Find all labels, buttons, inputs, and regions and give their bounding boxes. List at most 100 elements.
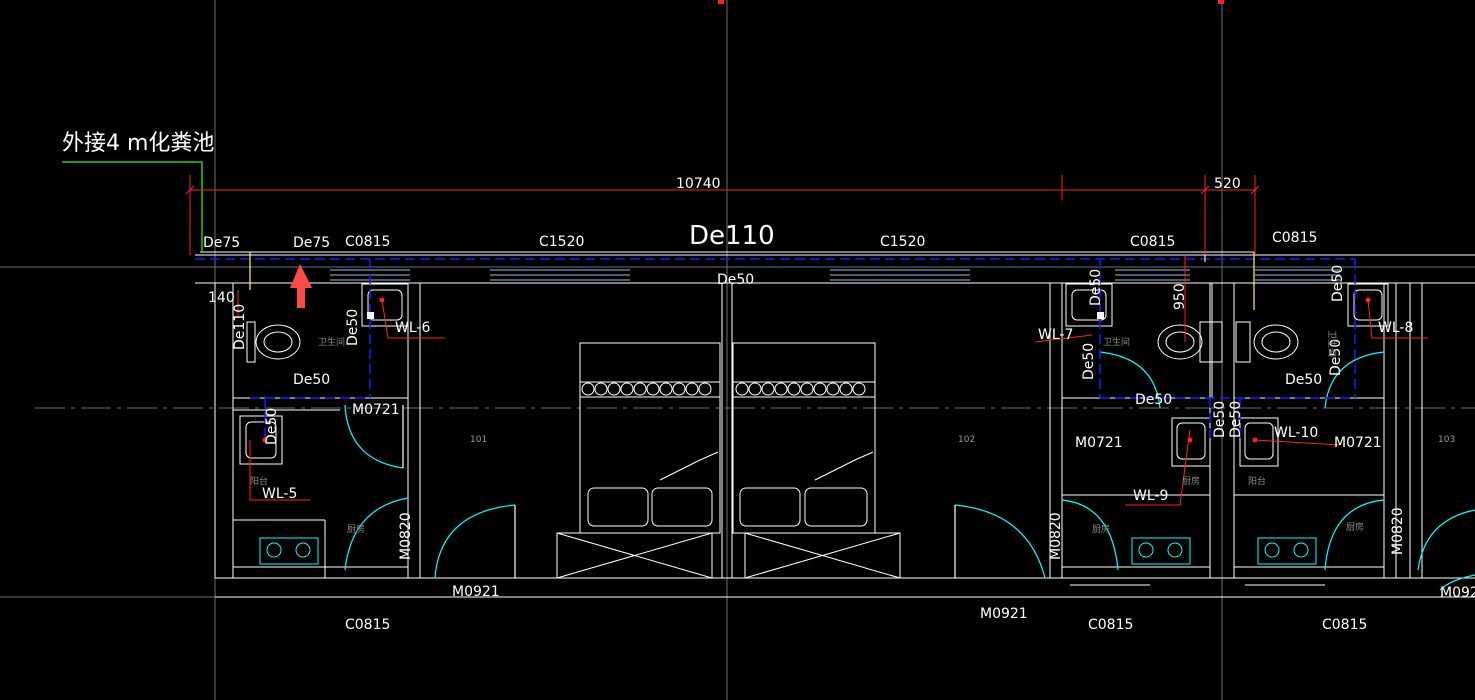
wash-basin-6: [1239, 417, 1279, 467]
riser-point: [1365, 297, 1371, 303]
riser-wl7: WL-7: [1038, 327, 1073, 343]
pipe-de50-vert-3: De50: [1088, 269, 1104, 306]
pipe-de75-label-2: De75: [293, 235, 330, 251]
pipe-de50-102: De50: [1135, 392, 1172, 408]
bedside-tables: [556, 532, 901, 579]
drain-pipes: [195, 258, 1356, 440]
door-m0921-1: M0921: [452, 584, 500, 600]
room-bathroom-1: 卫生间: [318, 336, 345, 348]
room-bathroom-3: 卫生间: [1326, 330, 1338, 357]
door-swing-m0820-102: [1061, 499, 1119, 571]
pipe-de50-vert-2: De50: [264, 408, 280, 445]
wash-basin-2: [239, 415, 283, 465]
door-m0721-3: M0721: [1334, 435, 1382, 451]
riser-wl5: WL-5: [262, 486, 297, 502]
riser-point: [1187, 437, 1193, 443]
window-c1520-1: C1520: [539, 234, 584, 250]
door-m0721-1: M0721: [352, 402, 400, 418]
headboard-circles: [581, 382, 866, 396]
external-septic-note: 外接4 m化粪池: [62, 131, 214, 156]
room-kitchen-3: 厨房: [1346, 521, 1364, 533]
pipe-de50-vert-6: De50: [1328, 339, 1344, 376]
window-c0815-1: C0815: [345, 234, 390, 250]
door-swing-m0921-left: [434, 504, 516, 579]
door-swing-edge-2: [1439, 574, 1475, 591]
riser-markers: [262, 297, 1371, 443]
door-m0721-2: M0721: [1075, 435, 1123, 451]
room-kitchen-1: 厨房: [347, 523, 365, 535]
riser-marker: [1097, 312, 1104, 319]
toilet-fixture-3: [1235, 321, 1299, 363]
pipe-de50-right: De50: [1285, 372, 1322, 388]
dimension-950: 950: [1172, 283, 1188, 310]
room-101: 101: [470, 435, 487, 445]
room-kitchen-2: 厨房: [1092, 523, 1110, 535]
dimension-10740: 10740: [676, 176, 721, 192]
main-pipe-label: De110: [689, 221, 775, 251]
window-c0815-4: C0815: [345, 617, 390, 633]
fixtures: [239, 283, 1389, 579]
toilet-fixture-2: [1157, 321, 1223, 363]
stove-2: [1131, 537, 1191, 565]
door-swing-m0721-left: [344, 404, 404, 469]
window-c0815-5: C0815: [1088, 617, 1133, 633]
riser-wl9: WL-9: [1133, 488, 1168, 504]
pipe-de75-label-1: De75: [203, 235, 240, 251]
door-m0820-1: M0820: [398, 512, 414, 560]
axis-marker: [1218, 0, 1224, 4]
flow-arrow-icon: [290, 264, 312, 308]
wash-basin-3: [1065, 283, 1113, 327]
text-labels: 外接4 m化粪池 10740 520 De110 De75 De75 C0815…: [62, 131, 1475, 633]
room-kitchen-4: 厨房: [1182, 475, 1200, 487]
pipe-de50-left: De50: [293, 372, 330, 388]
riser-point: [262, 437, 268, 443]
stove-1: [259, 537, 319, 565]
pipe-de50-vert-8: De50: [1228, 401, 1244, 438]
wash-basin-5: [1171, 417, 1211, 467]
riser-leaders: [237, 255, 1428, 506]
pipe-de50-vert-5: De50: [1330, 265, 1346, 302]
door-swing-m0820-103: [1324, 499, 1385, 571]
bed-right: [732, 342, 876, 534]
room-102: 102: [958, 435, 975, 445]
dimension-lines: [185, 175, 1260, 255]
riser-point: [1252, 437, 1258, 443]
dimension-520: 520: [1214, 176, 1241, 192]
door-swing-m0721-102: [1099, 351, 1161, 409]
riser-wl8: WL-8: [1378, 320, 1413, 336]
riser-marker: [367, 312, 374, 319]
door-m0820-3: M0820: [1390, 507, 1406, 555]
pipe-de50-vert-1: De50: [345, 309, 361, 346]
vent-pipes: [200, 251, 1255, 310]
pipe-de50-main: De50: [717, 272, 754, 288]
axis-markers: [718, 0, 1224, 4]
window-c0815-2: C0815: [1130, 234, 1175, 250]
stove-3: [1257, 537, 1317, 565]
pipe-de50-vert-7: De50: [1212, 401, 1228, 438]
window-c1520-2: C1520: [880, 234, 925, 250]
toilet-fixture-1: [246, 321, 301, 363]
external-pipe: [62, 161, 203, 252]
doors: [344, 351, 1475, 591]
riser-wl10: WL-10: [1274, 425, 1318, 441]
window-c0815-6: C0815: [1322, 617, 1367, 633]
room-balcony-1: 阳台: [250, 475, 268, 487]
door-m092-partial: M092: [1440, 585, 1475, 601]
dimension-140: 140: [208, 290, 235, 306]
pipe-de50-vert-4: De50: [1081, 343, 1097, 380]
door-swing-edge-1: [1417, 509, 1475, 571]
door-m0820-2: M0820: [1048, 512, 1064, 560]
room-bathroom-2: 卫生间: [1103, 336, 1130, 348]
door-swing-m0820-left: [344, 497, 409, 571]
room-103: 103: [1438, 435, 1455, 445]
door-swing-m0921-mid: [954, 504, 1046, 579]
room-balcony-2: 阳台: [1248, 475, 1266, 487]
riser-wl6: WL-6: [395, 320, 430, 336]
window-c0815-3: C0815: [1272, 230, 1317, 246]
bed-left: [579, 342, 721, 534]
door-m0921-2: M0921: [980, 606, 1028, 622]
pipe-de110-vertical: De110: [232, 304, 248, 350]
windows: [330, 269, 1340, 281]
